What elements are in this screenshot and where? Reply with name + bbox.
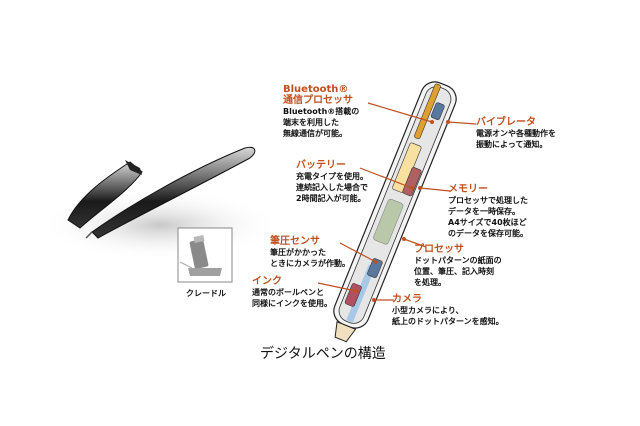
callout-memory: メモリー プロセッサで処理した データを一時保存。 A4サイズで40枚ほど のデ… — [448, 184, 528, 238]
callout-processor: プロセッサ ドットパターンの紙面の 位置、筆圧、記入時刻 を処理。 — [414, 244, 502, 287]
callout-bluetooth: Bluetooth® 通信プロセッサ Bluetooth®搭載の 端末を利用した… — [283, 84, 360, 138]
callout-ink: インク 通常のボールペンと 同様にインクを使用。 — [252, 276, 332, 308]
callout-title: Bluetooth® — [283, 84, 349, 95]
callout-pressure-sensor: 筆圧センサ 筆圧がかかった ときにカメラが作動。 — [270, 236, 350, 268]
figure-caption: デジタルペンの構造 — [260, 346, 386, 362]
leader-lines — [317, 102, 477, 301]
callout-title: 通信プロセッサ — [283, 95, 353, 106]
cradle-image — [179, 235, 222, 276]
pen-cutaway-diagram — [333, 81, 457, 343]
callout-camera: カメラ 小型カメラにより、 紙上のドットパターンを感知。 — [392, 294, 504, 326]
pen-cap-image — [67, 160, 143, 229]
callout-vibrator: バイブレータ 電源オンや各種動作を 振動によって通知。 — [476, 117, 556, 149]
callout-battery: バッテリー 充電タイプを使用。 連続記入した場合で 2時間記入が可能。 — [296, 160, 368, 203]
pen-body-image — [85, 146, 256, 239]
cradle-label: クレードル — [186, 289, 226, 298]
